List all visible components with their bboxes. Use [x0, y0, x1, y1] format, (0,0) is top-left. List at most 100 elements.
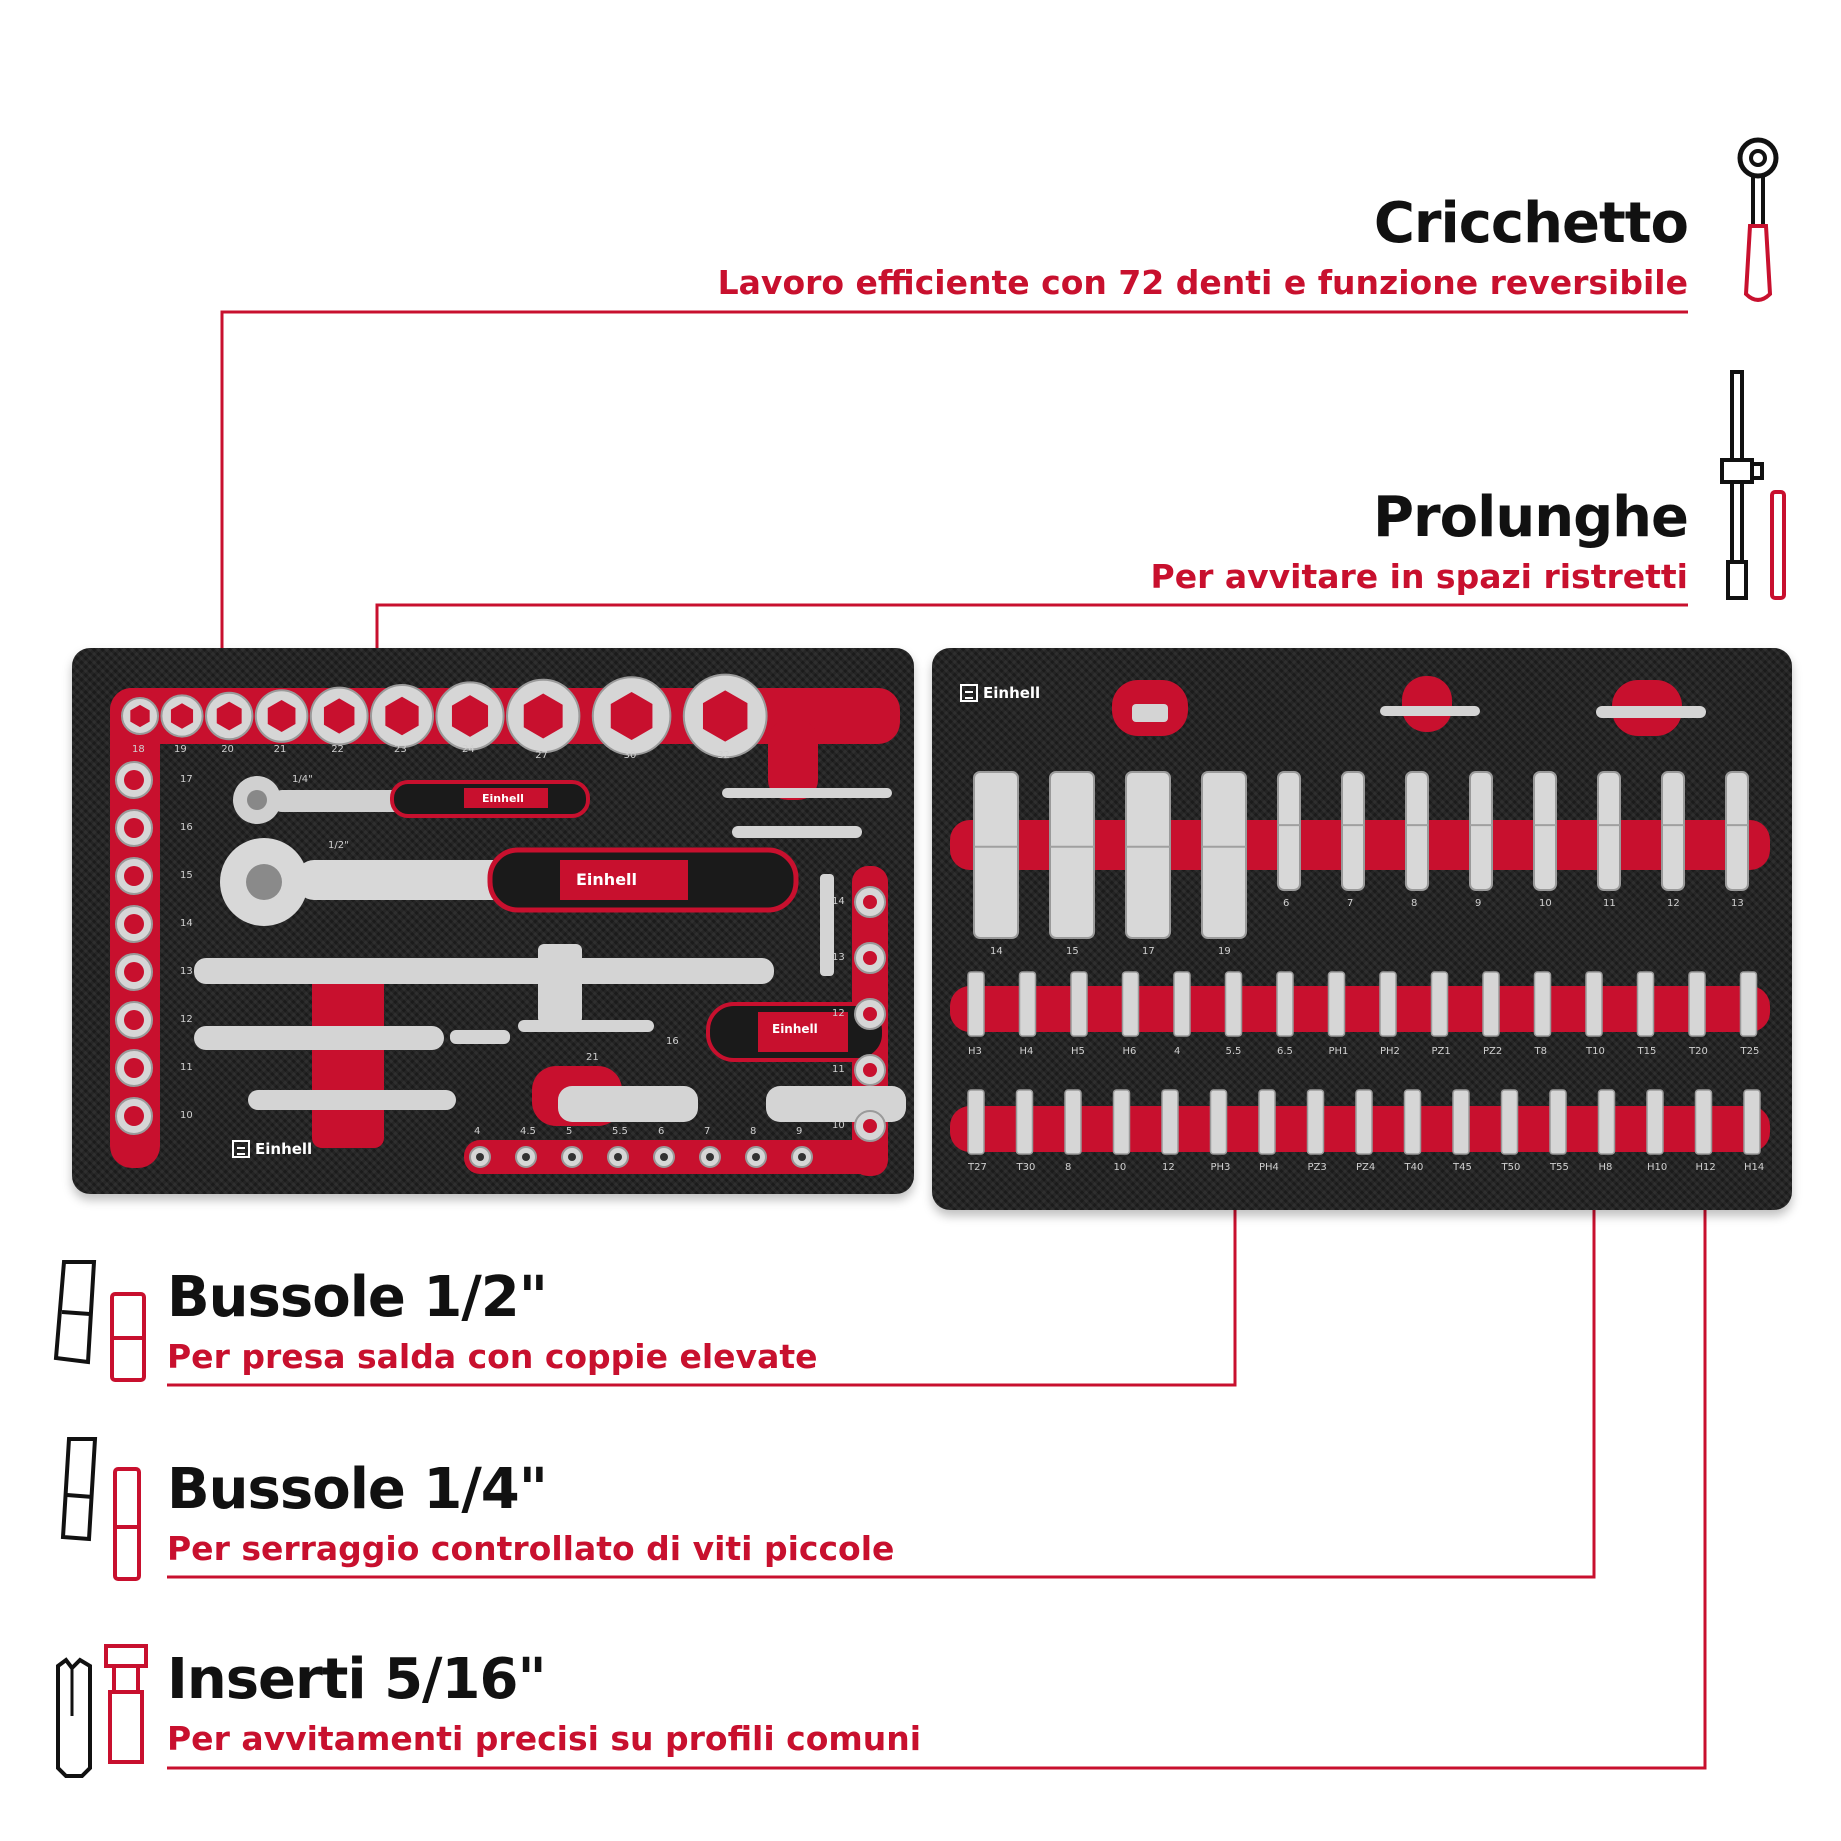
bit-PH4 [1258, 1089, 1276, 1155]
bit-4 [1173, 971, 1191, 1037]
deep-socket-7 [1341, 771, 1365, 891]
socket-top-label: 21 [273, 744, 287, 755]
callout-ratchet-title: Cricchetto [1373, 191, 1689, 256]
socket-inner-12 [854, 998, 886, 1030]
bit-row2-label: T50 [1501, 1162, 1521, 1173]
deep-socket-label: 19 [1218, 946, 1231, 957]
socket-top-label: 27 [535, 750, 548, 761]
socket-top-label: 22 [331, 744, 344, 755]
bit-T20 [1688, 971, 1706, 1037]
deep-socket-11 [1597, 771, 1621, 891]
bit-T40 [1403, 1089, 1422, 1155]
left-tray-brand: Einhell [232, 1140, 312, 1158]
socket-bottom-6 [653, 1146, 675, 1168]
bit-row2-label: T30 [1016, 1162, 1036, 1173]
socket-top-label: 24 [462, 744, 475, 755]
bit-row2-label: PH4 [1259, 1162, 1279, 1173]
bit-PH1 [1327, 971, 1346, 1037]
deep-socket-8 [1405, 771, 1429, 891]
bit-T25 [1739, 971, 1758, 1037]
socket-top-21 [254, 689, 309, 743]
callout-sockets-quarter-subtitle: Per serraggio controllato di viti piccol… [167, 1529, 895, 1568]
bit-T45 [1452, 1089, 1470, 1155]
bit-T10 [1585, 971, 1603, 1037]
einhell-logo-icon [232, 1140, 250, 1158]
deep-socket-label: 6 [1283, 898, 1290, 909]
bit-row1-label: H5 [1071, 1046, 1085, 1057]
left-tray-graphics [110, 673, 906, 1176]
bit-row2-label: PH3 [1210, 1162, 1231, 1173]
deep-socket-label: 11 [1603, 898, 1616, 909]
bit-H6 [1121, 971, 1140, 1037]
socket-bottom-4.5 [515, 1146, 537, 1168]
deep-socket-13 [1725, 771, 1749, 891]
socket-inner-label: 11 [832, 1064, 845, 1075]
deep-socket-14 [973, 771, 1019, 939]
socket-bottom-label: 5 [566, 1126, 573, 1137]
deep-socket-label: 7 [1347, 898, 1354, 909]
socket-left-label: 12 [180, 1014, 193, 1025]
deep-socket-label: 17 [1142, 946, 1155, 957]
socket-inner-10 [854, 1110, 886, 1142]
leader-line-bits [167, 1124, 1707, 1770]
bit-PZ4 [1355, 1089, 1373, 1155]
bit-row2-label: H12 [1695, 1162, 1716, 1173]
socket-bottom-label: 8 [750, 1126, 757, 1137]
deep-socket-15 [1049, 771, 1095, 939]
deep-socket-label: 8 [1411, 898, 1418, 909]
callout-sockets-half-title: Bussole 1/2" [167, 1265, 548, 1330]
bit-row2-label: T40 [1404, 1162, 1424, 1173]
socket-top-27 [506, 678, 581, 754]
bit-row1-label: PZ1 [1431, 1046, 1451, 1057]
bit-H8 [1597, 1089, 1616, 1155]
bit-icon [56, 1644, 148, 1778]
right-tray-brand: Einhell [960, 684, 1040, 702]
callout-bits-title: Inserti 5/16" [167, 1647, 547, 1712]
socket-left-16 [115, 809, 153, 847]
bit-8 [1064, 1089, 1082, 1155]
socket-left-label: 13 [180, 966, 193, 977]
socket-top-22 [309, 686, 369, 746]
socket-left-11 [115, 1049, 153, 1087]
bit-T30 [1015, 1089, 1034, 1155]
bit-row2-label: T45 [1453, 1162, 1472, 1173]
socket-inner-13 [854, 942, 886, 974]
bit-PZ1 [1430, 971, 1449, 1037]
socket-left-label: 16 [180, 822, 193, 833]
bit-row1-label: PZ2 [1483, 1046, 1503, 1057]
socket-inner-14 [854, 886, 886, 918]
socket-top-label: 20 [221, 744, 234, 755]
extension-bar-icon [1720, 370, 1786, 600]
drive-size-label: 1/4" [292, 774, 313, 785]
callout-extensions-subtitle: Per avvitare in spazi ristretti [1150, 557, 1688, 596]
callout-extensions: Prolunghe Per avvitare in spazi ristrett… [1150, 490, 1689, 596]
bit-row2-label: T27 [968, 1162, 987, 1173]
bit-H3 [967, 971, 985, 1037]
deep-socket-12 [1661, 771, 1685, 891]
deep-socket-6 [1277, 771, 1301, 891]
bit-row1-label: T25 [1740, 1046, 1760, 1057]
socket-left-label: 10 [180, 1110, 193, 1121]
socket-bottom-label: 5.5 [612, 1126, 628, 1137]
socket-bottom-9 [791, 1146, 813, 1168]
bit-T27 [967, 1089, 985, 1155]
bit-H5 [1070, 971, 1088, 1037]
socket-left-14 [115, 905, 153, 943]
bit-PH3 [1209, 1089, 1228, 1155]
socket-top-label: 23 [394, 744, 407, 755]
bit-row1-label: PH1 [1328, 1046, 1349, 1057]
bit-row2-label: H14 [1744, 1162, 1765, 1173]
socket-top-label: 32 [717, 750, 730, 761]
deep-socket-label: 14 [990, 946, 1003, 957]
spinner-handle-brand: Einhell [772, 1022, 818, 1036]
socket-bottom-label: 9 [796, 1126, 803, 1137]
socket-inner-11 [854, 1054, 886, 1086]
socket-left-12 [115, 1001, 153, 1039]
bit-H12 [1694, 1089, 1713, 1155]
drive-size-label: 1/2" [328, 840, 349, 851]
bit-T15 [1636, 971, 1655, 1037]
callout-bits: Inserti 5/16" Per avvitamenti precisi su… [167, 1647, 921, 1756]
socket-inner-label: 12 [832, 1008, 845, 1019]
bit-PH2 [1379, 971, 1397, 1037]
